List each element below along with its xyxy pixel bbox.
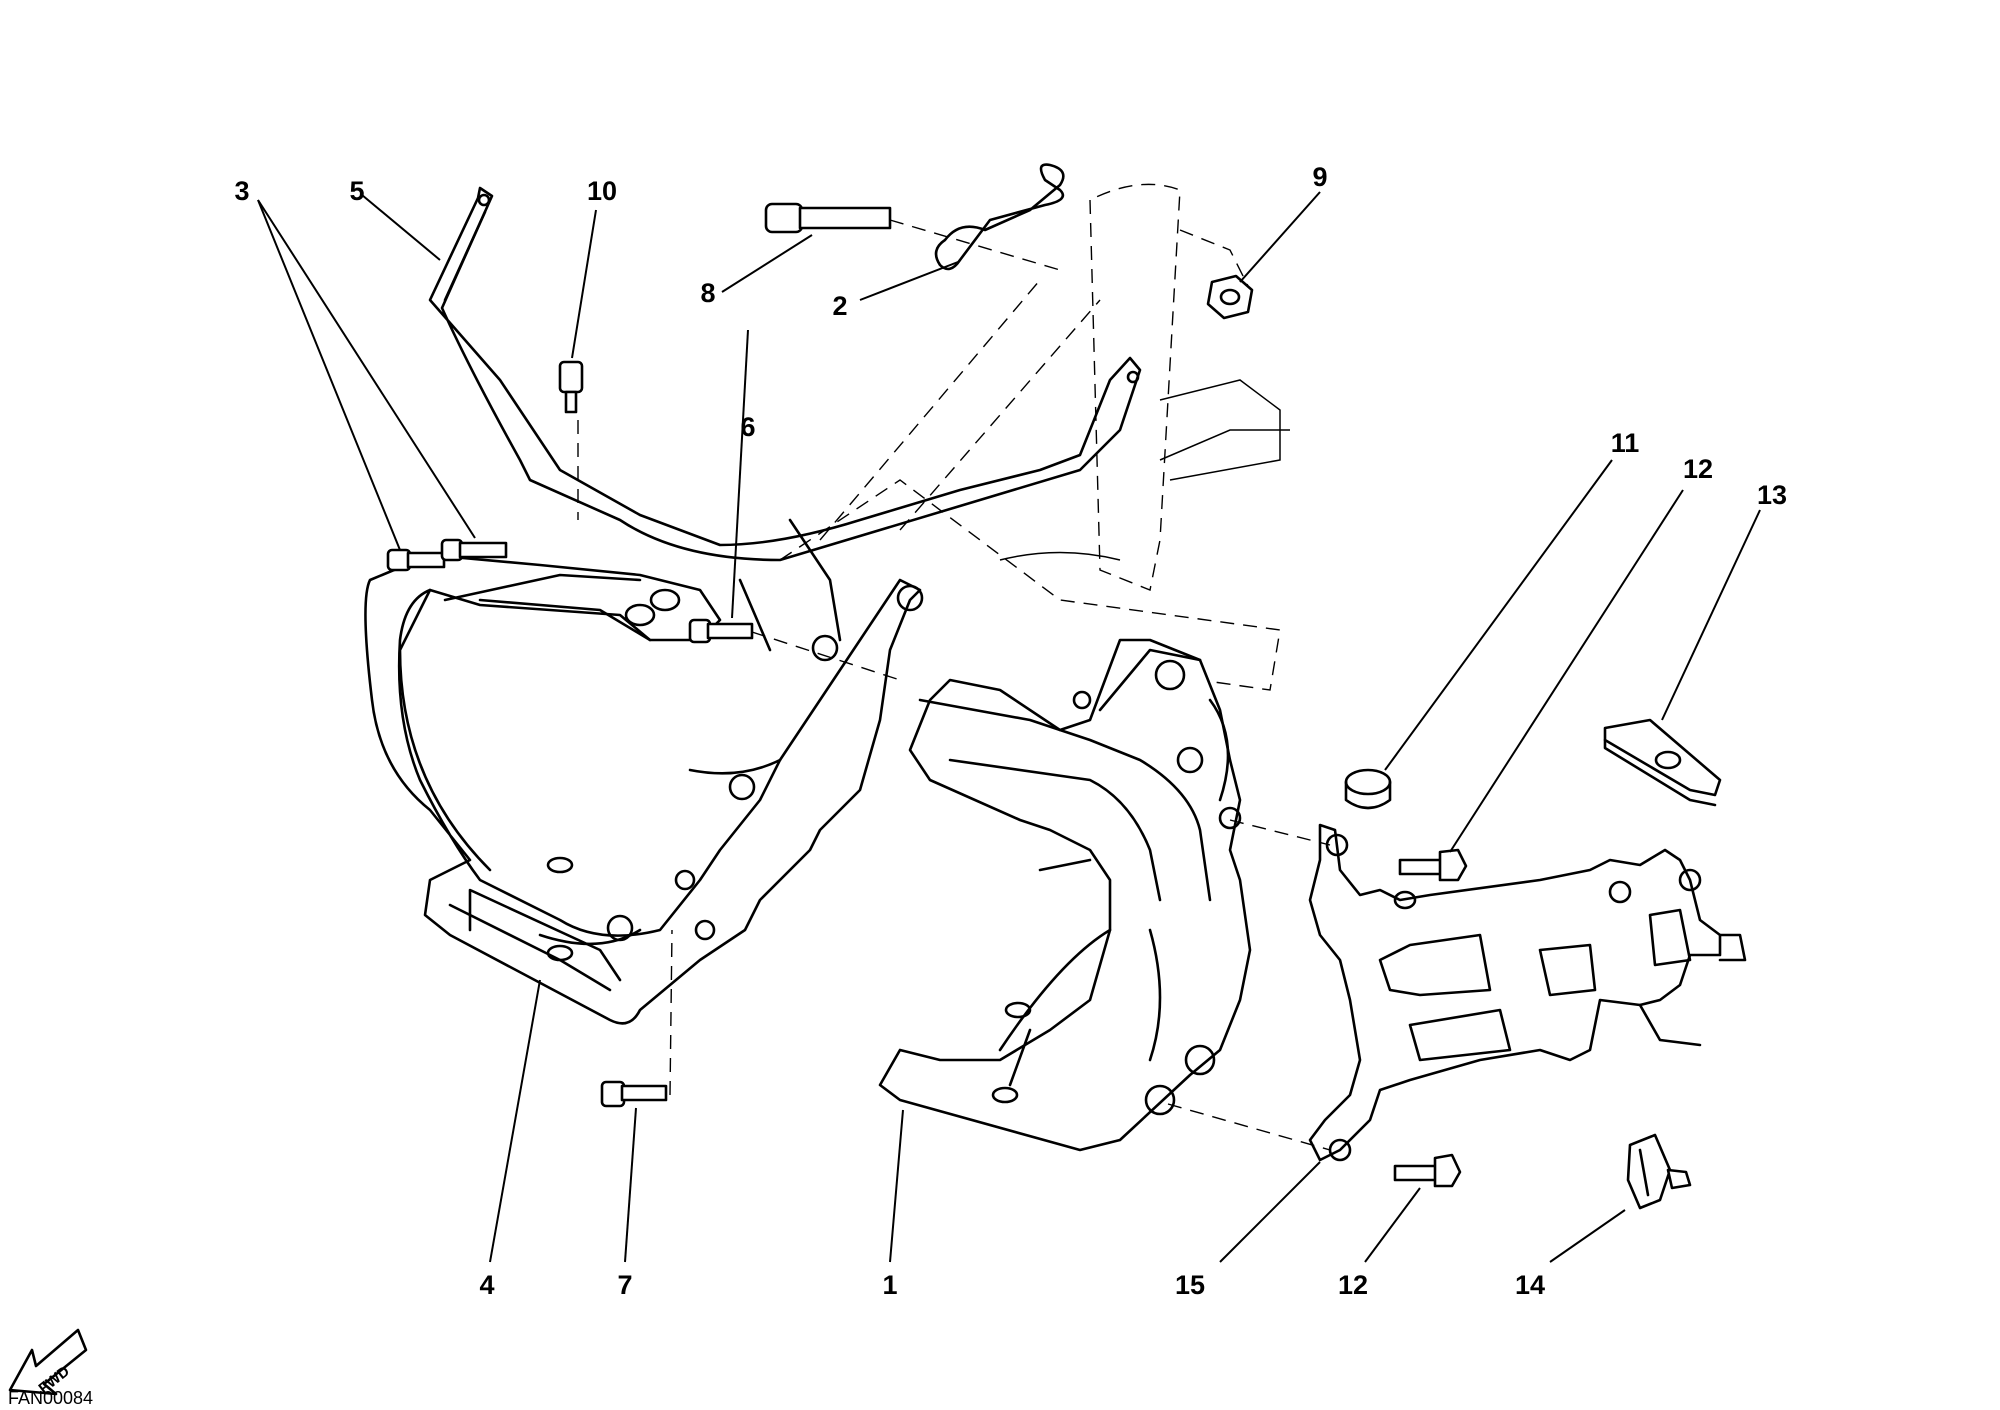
callout-7: 7 <box>617 1270 632 1300</box>
part-9-nut <box>1206 274 1254 320</box>
part-15-bracket-plate <box>1308 823 1747 1162</box>
callout-4: 4 <box>479 1270 494 1300</box>
callout-9: 9 <box>1312 162 1327 192</box>
drawing-code: FAN00084 <box>8 1388 93 1408</box>
callout-1: 1 <box>882 1270 897 1300</box>
callout-3: 3 <box>234 176 249 206</box>
callout-15: 15 <box>1175 1270 1205 1300</box>
callout-labels: 1 2 3 4 5 6 7 8 9 10 11 12 13 15 12 14 <box>234 162 1787 1300</box>
callout-10: 10 <box>587 176 617 206</box>
callout-2: 2 <box>832 291 847 321</box>
part-7-bolt <box>600 929 673 1108</box>
forward-direction-arrow-icon: FWD <box>8 1328 88 1397</box>
part-3-screws <box>386 538 508 572</box>
part-11-grommet <box>1344 768 1392 810</box>
frame-ghost-outline <box>779 183 1290 691</box>
callout-13: 13 <box>1757 480 1787 510</box>
callout-12-lower: 12 <box>1338 1270 1368 1300</box>
part-14-clip <box>1626 1133 1692 1210</box>
part-2-wire-clip <box>934 163 1065 271</box>
part-13-pad <box>1603 718 1722 807</box>
part-12-bolt-upper <box>1229 819 1468 882</box>
callout-14: 14 <box>1515 1270 1545 1300</box>
part-6-stud <box>688 618 901 681</box>
part-1-side-frame <box>878 638 1252 1152</box>
leader-lines <box>257 191 1761 1263</box>
part-12-bolt-lower <box>1167 1103 1462 1188</box>
part-10-pin <box>558 360 584 520</box>
callout-8: 8 <box>700 278 715 308</box>
callout-6: 6 <box>740 412 755 442</box>
callout-5: 5 <box>349 176 364 206</box>
part-5-subframe-tube <box>428 186 1142 652</box>
callout-12-upper: 12 <box>1683 454 1713 484</box>
part-8-long-bolt <box>764 202 1061 271</box>
part-4-side-frame <box>364 553 924 1025</box>
callout-11: 11 <box>1611 428 1640 458</box>
